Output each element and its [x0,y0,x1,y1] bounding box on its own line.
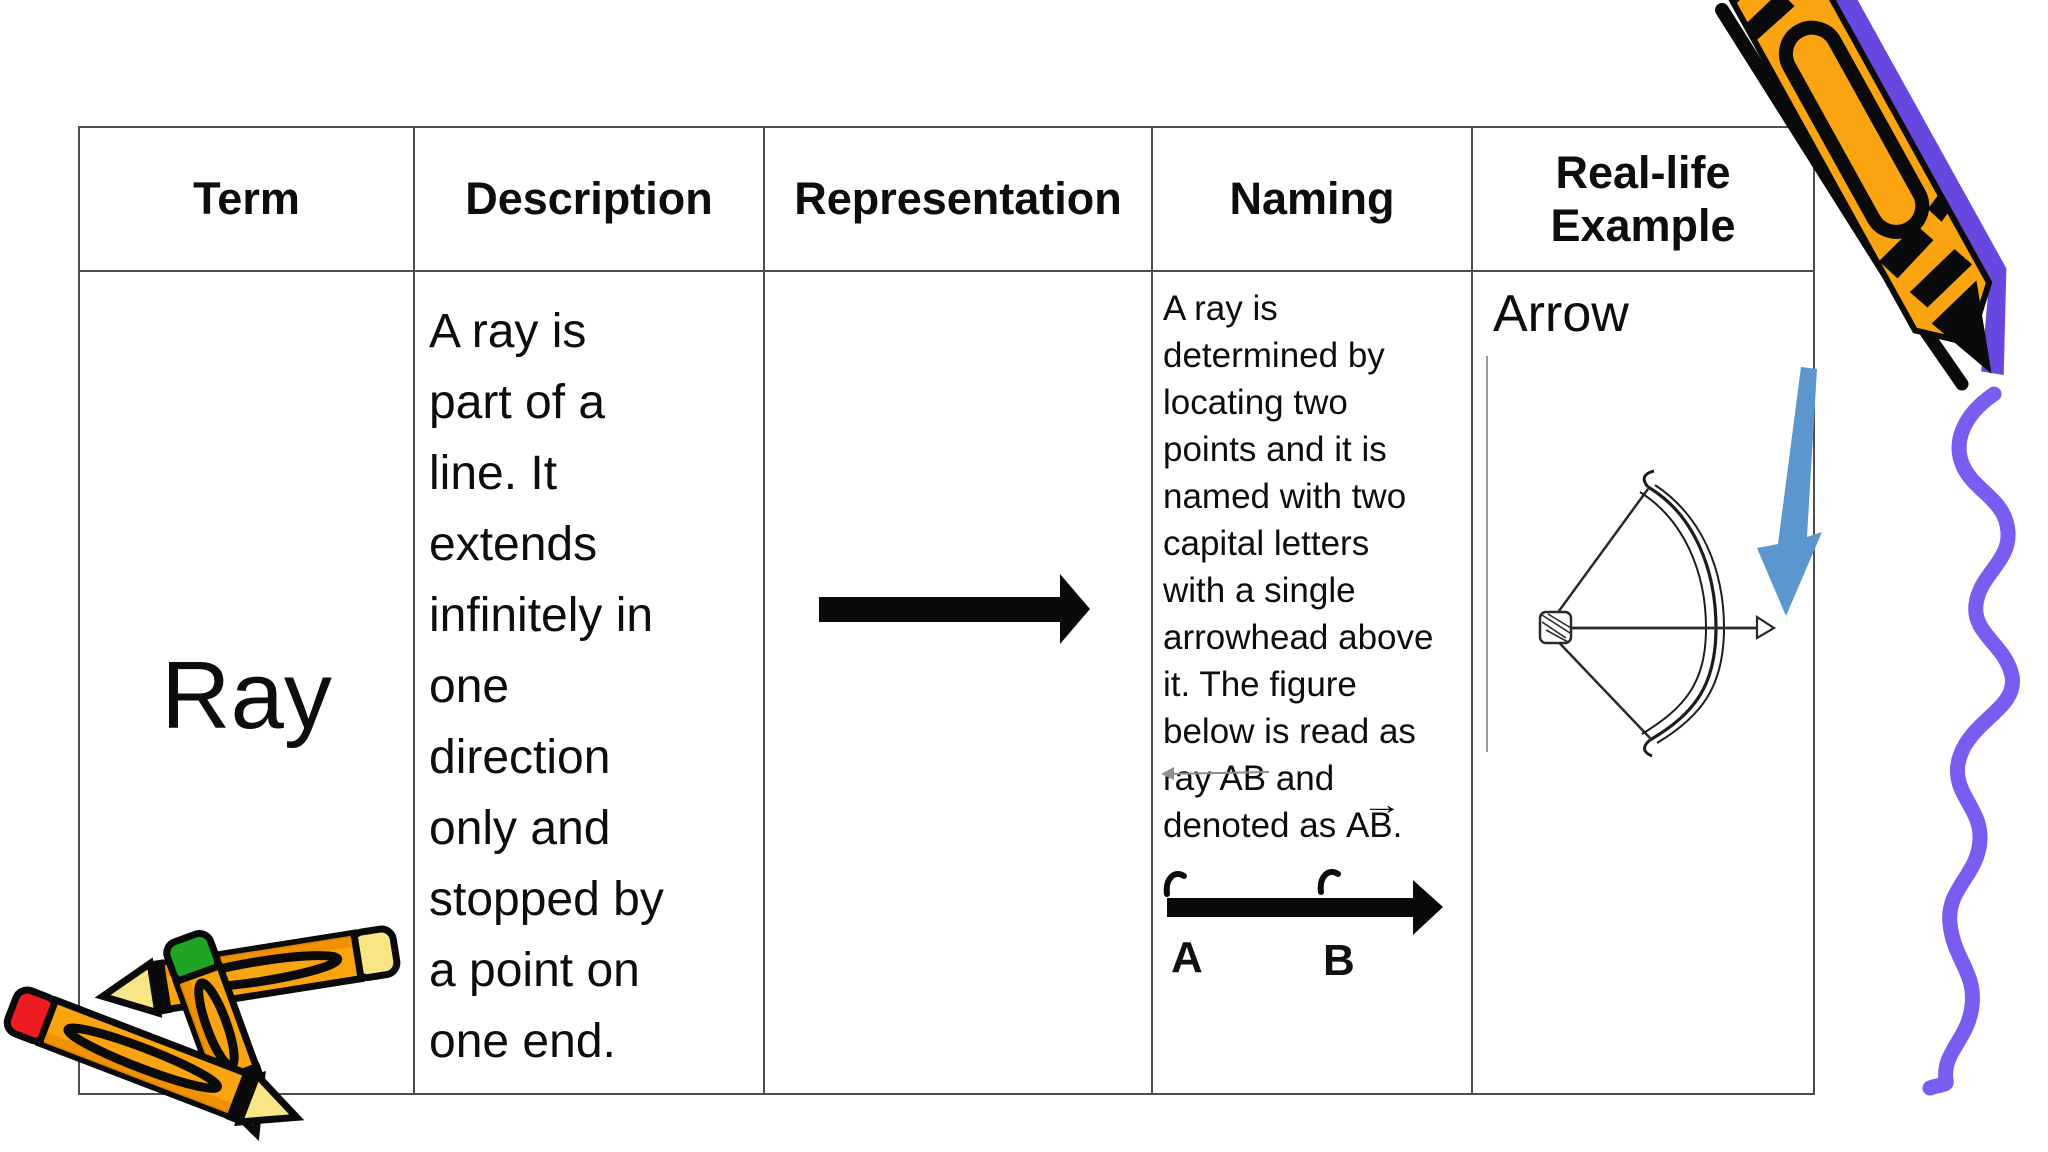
example-cell: Arrow [1473,272,1813,1093]
naming-last-suffix: . [1392,806,1403,845]
header-cell-representation: Representation [765,128,1153,272]
naming-last-line: denoted as →AB. [1163,789,1471,849]
term-label: Ray [161,641,332,749]
bow-and-arrow-graphic [1538,469,1777,758]
tick-mark-b [1317,869,1341,895]
vector-arrow-icon: → [1361,789,1403,820]
vector-ab: →AB [1345,789,1402,849]
representation-cell [765,272,1153,1093]
geometry-terms-table: Term Description Representation Naming R… [78,126,1815,1095]
picture-left-edge-line [1486,356,1488,752]
vector-ab-label: AB [1345,806,1393,845]
term-cell: Ray [80,272,415,1093]
header-cell-term: Term [80,128,415,272]
naming-last-prefix: denoted as [1163,806,1346,845]
header-cell-real-life-example: Real-life Example [1473,128,1813,272]
ray-ab-figure: A B [1163,869,1443,985]
representation-arrow-graphic [819,574,1090,644]
purple-squiggle [1922,386,2020,1096]
point-a-label: A [1171,933,1203,982]
header-cell-naming: Naming [1153,128,1473,272]
denoted-strike-arrow [1161,767,1270,780]
tick-mark-a [1163,871,1187,897]
example-title: Arrow [1493,285,1629,343]
header-cell-description: Description [415,128,765,272]
point-b-label: B [1323,936,1355,985]
